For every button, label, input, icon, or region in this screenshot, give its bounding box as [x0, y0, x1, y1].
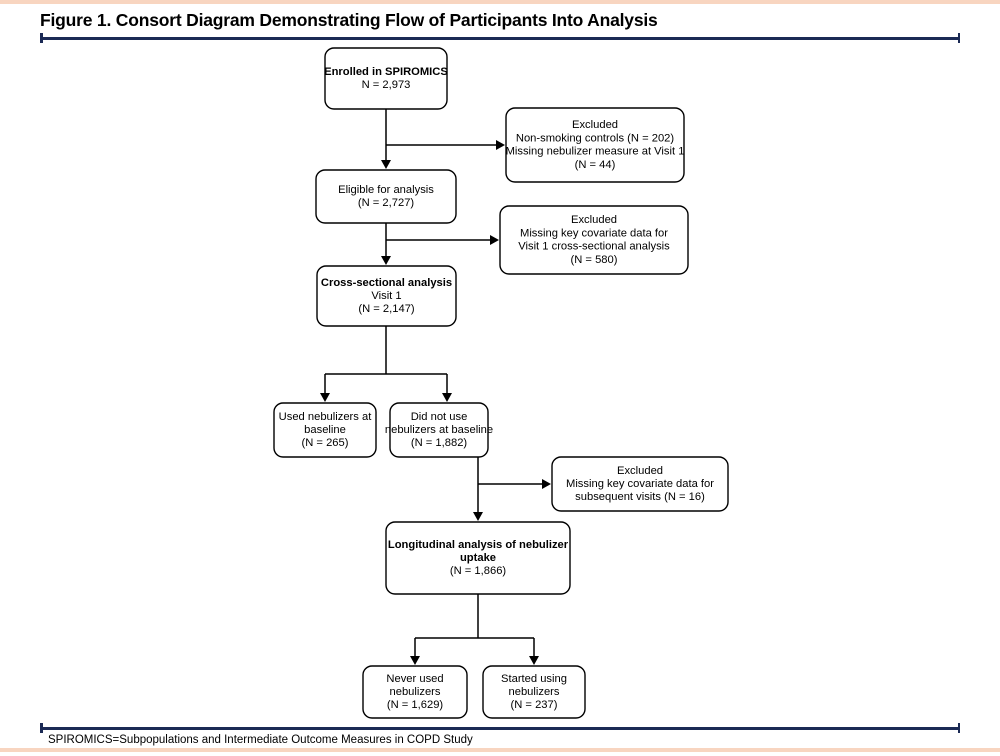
- node-line: Missing nebulizer measure at Visit 1: [506, 146, 685, 158]
- node-line: Visit 1: [371, 290, 401, 302]
- eligible-to-excluded2: [386, 235, 499, 245]
- node-line: (N = 1,629): [387, 699, 444, 711]
- longitudinal-split: [414, 594, 535, 662]
- node-line: Excluded: [617, 465, 663, 477]
- node-line: Enrolled in SPIROMICS: [324, 66, 448, 78]
- node-outline: [389, 402, 489, 458]
- node-line: Started using: [501, 673, 567, 685]
- edge-layer: [320, 109, 551, 665]
- enrolled-to-excluded1: [386, 140, 505, 150]
- node-line: Missing key covariate data for: [520, 227, 668, 239]
- node-outline: [505, 107, 685, 183]
- enrolled-to-eligible: [381, 109, 391, 169]
- title-rule-top: [40, 33, 960, 43]
- node-line: Non-smoking controls (N = 202): [516, 132, 675, 144]
- node-line: (N = 1,866): [450, 565, 507, 577]
- node-outline: [482, 665, 586, 719]
- footnote-rule-bottom: [40, 723, 960, 733]
- eligible-to-crosssectional: [381, 223, 391, 265]
- node-line: nebulizers: [509, 686, 560, 698]
- node-line: (N = 44): [575, 159, 616, 171]
- node-outline: [362, 665, 468, 719]
- split-to-used: [320, 393, 330, 402]
- node-line: Excluded: [571, 214, 617, 226]
- node-line: Used nebulizers at: [279, 411, 373, 423]
- node-line: (N = 2,147): [358, 303, 415, 315]
- split-to-never: [410, 656, 420, 665]
- node-line: baseline: [304, 424, 346, 436]
- node-line: (N = 2,727): [358, 197, 415, 209]
- figure-footnote: SPIROMICS=Subpopulations and Intermediat…: [48, 734, 473, 746]
- eligible-for-analysis: Eligible for analysis(N = 2,727): [315, 169, 457, 224]
- rule-cap-right: [957, 723, 960, 733]
- notused-to-longitudinal: [473, 457, 483, 521]
- figure-title: Figure 1. Consort Diagram Demonstrating …: [40, 10, 658, 30]
- node-outline: [316, 265, 457, 327]
- split-to-started: [529, 656, 539, 665]
- node-line: (N = 580): [571, 254, 618, 266]
- node-line: Did not use: [411, 411, 468, 423]
- node-line: (N = 1,882): [411, 437, 468, 449]
- node-line: nebulizers at baseline: [385, 424, 493, 436]
- node-line: Never used: [386, 673, 443, 685]
- split-to-notused: [442, 393, 452, 402]
- notused-to-excluded3: [478, 479, 551, 489]
- node-outline: [315, 169, 457, 224]
- node-line: Cross-sectional analysis: [321, 277, 452, 289]
- rule-cap-right: [957, 33, 960, 43]
- node-line: Missing key covariate data for: [566, 478, 714, 490]
- rule-bar: [40, 727, 960, 730]
- rule-bar: [40, 37, 960, 40]
- node-line: Excluded: [572, 119, 618, 131]
- node-line: (N = 265): [302, 437, 349, 449]
- crosssectional-split: [324, 326, 448, 399]
- node-line: uptake: [460, 552, 496, 564]
- node-line: N = 2,973: [362, 79, 411, 91]
- node-outline: [273, 402, 377, 458]
- longitudinal-analysis-nebulizer-uptake: Longitudinal analysis of nebulizeruptake…: [385, 521, 571, 595]
- node-line: (N = 237): [511, 699, 558, 711]
- node-line: Eligible for analysis: [338, 184, 434, 196]
- node-line: subsequent visits (N = 16): [575, 491, 705, 503]
- node-outline: [385, 521, 571, 595]
- node-line: Visit 1 cross-sectional analysis: [518, 241, 670, 253]
- node-outline: [551, 456, 729, 512]
- node-outline: [499, 205, 689, 275]
- node-line: nebulizers: [390, 686, 441, 698]
- node-outline: [324, 47, 448, 110]
- node-line: Longitudinal analysis of nebulizer: [388, 539, 569, 551]
